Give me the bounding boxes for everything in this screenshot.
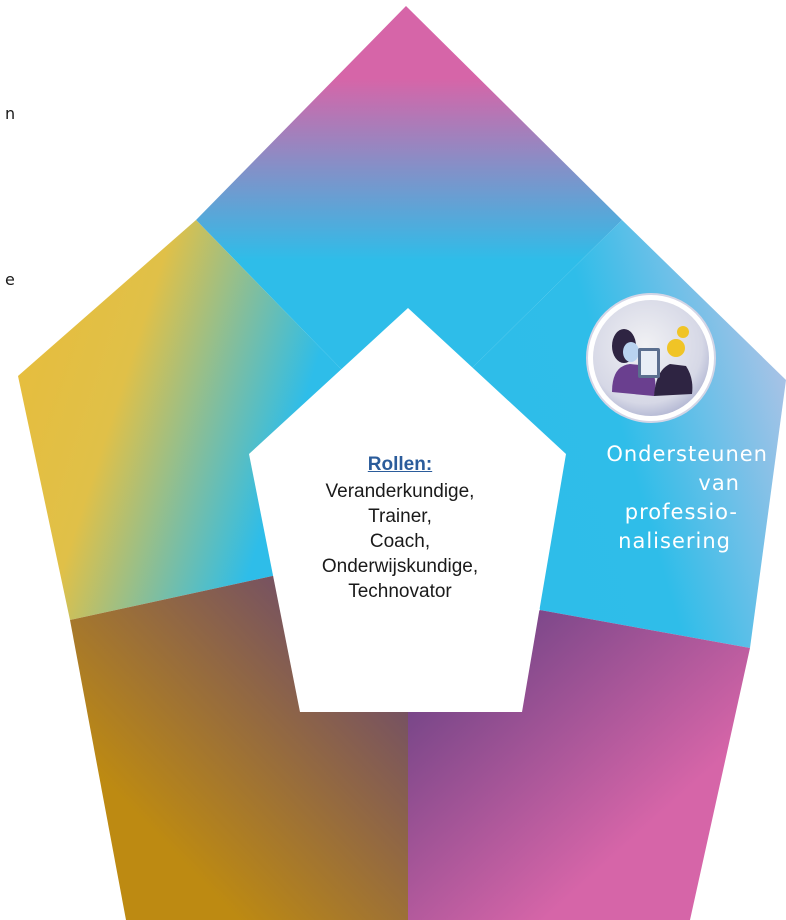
label-line: professio- [624, 500, 738, 524]
segment-top[interactable] [196, 6, 622, 370]
label-line: nalisering [618, 529, 731, 553]
segment-right-label: Ondersteunen van professio- nalisering [568, 440, 768, 556]
left-text-fragment-1: n [5, 104, 16, 123]
segment-left[interactable] [18, 220, 342, 620]
center-pentagon [249, 308, 566, 712]
label-line: Ondersteunen [606, 442, 768, 466]
center-roles: Rollen: Veranderkundige, Trainer, Coach,… [285, 452, 515, 604]
two-people-with-tablet-icon [586, 293, 716, 423]
role-item: Coach, [369, 531, 431, 552]
role-item: Trainer, [368, 506, 432, 527]
role-item: Veranderkundige, [325, 481, 475, 502]
roles-list: Veranderkundige, Trainer, Coach, Onderwi… [285, 479, 515, 604]
role-item: Onderwijskundige, [321, 556, 479, 577]
roles-title: Rollen: [367, 454, 433, 475]
left-text-fragment-2: e [5, 270, 15, 289]
label-line: van [698, 471, 740, 495]
role-item: Technovator [348, 581, 452, 602]
